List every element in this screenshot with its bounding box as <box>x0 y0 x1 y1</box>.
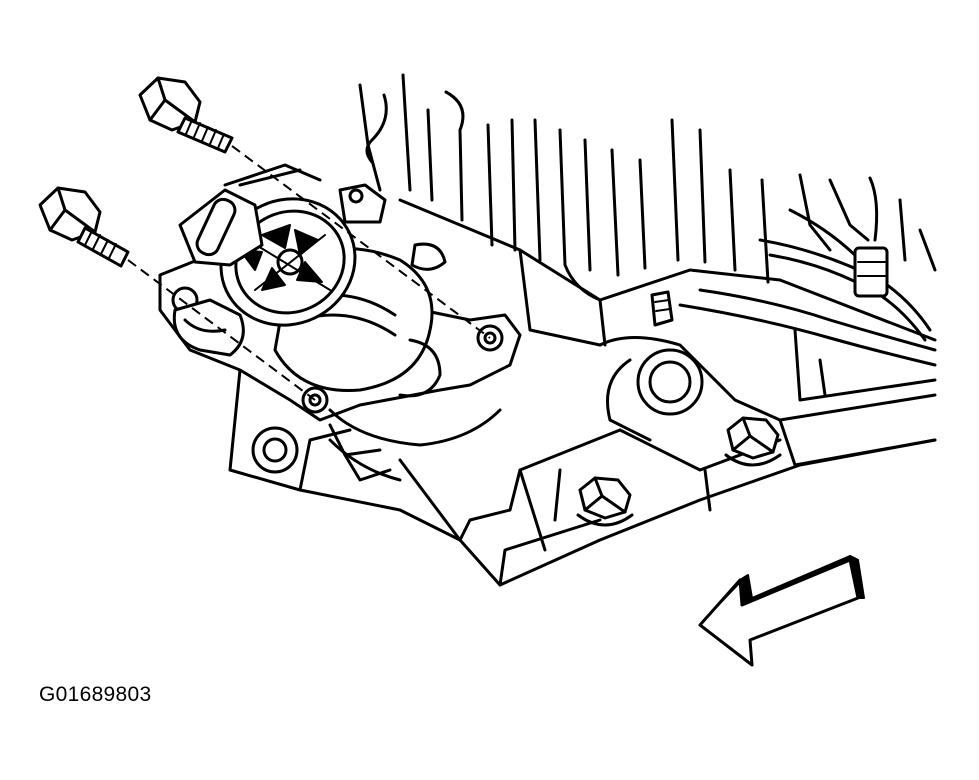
figure-id-label: G01689803 <box>39 683 152 706</box>
egr-valve <box>158 163 522 482</box>
upper-bolt <box>138 76 491 339</box>
block-bolt-left <box>576 476 634 527</box>
arrow-left-icon <box>698 555 865 667</box>
intake-manifold <box>228 73 937 587</box>
lower-bolt <box>38 186 316 401</box>
block-bolt-right <box>724 416 782 467</box>
